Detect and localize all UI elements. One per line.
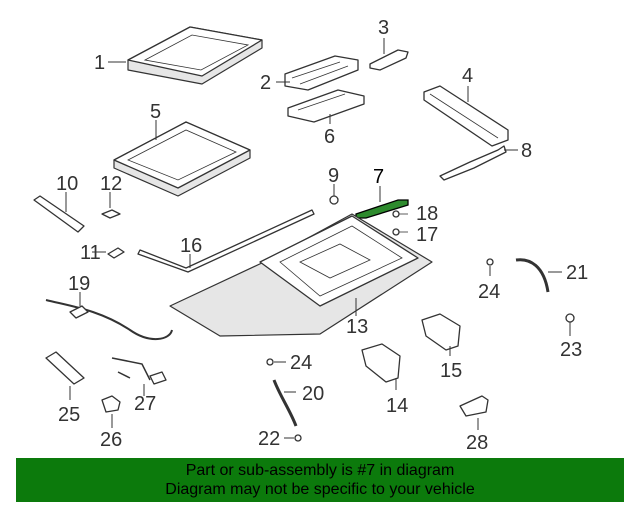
callout-21[interactable]: 21: [566, 262, 588, 284]
notice-line-1: Part or sub-assembly is #7 in diagram: [185, 462, 455, 479]
part-5-sunshade[interactable]: [113, 121, 251, 197]
notice-banner: Part or sub-assembly is #7 in diagram Di…: [16, 458, 624, 502]
callout-4[interactable]: 4: [462, 65, 473, 87]
callout-3[interactable]: 3: [378, 17, 389, 39]
part-28-bracket[interactable]: [459, 395, 489, 417]
part-11-clip[interactable]: [107, 247, 125, 259]
callout-11[interactable]: 11: [80, 242, 101, 264]
part-20-drain-tube[interactable]: [272, 379, 298, 427]
part-2-guide[interactable]: [284, 55, 359, 91]
callout-17[interactable]: 17: [416, 224, 438, 246]
part-8-drive-cable[interactable]: [439, 145, 507, 181]
callout-20[interactable]: 20: [302, 383, 324, 405]
part-6-rail[interactable]: [287, 89, 365, 123]
part-1-glass-panel[interactable]: [127, 26, 263, 85]
part-10-seal[interactable]: [33, 195, 85, 233]
callout-1[interactable]: 1: [94, 52, 105, 74]
callout-8[interactable]: 8: [521, 140, 532, 162]
callout-24-right[interactable]: 24: [478, 281, 500, 303]
part-22-grommet[interactable]: [294, 434, 302, 442]
part-9-clip[interactable]: [329, 195, 339, 205]
callout-19[interactable]: 19: [68, 273, 90, 295]
callout-15[interactable]: 15: [440, 360, 462, 382]
callout-26[interactable]: 26: [100, 429, 122, 451]
callout-7[interactable]: 7: [373, 166, 384, 188]
callout-13[interactable]: 13: [346, 316, 368, 338]
part-16-weatherstrip[interactable]: [137, 209, 315, 273]
callout-16[interactable]: 16: [180, 235, 202, 257]
callout-24-left[interactable]: 24: [290, 352, 312, 374]
part-25-motor[interactable]: [45, 351, 85, 385]
part-21-drain-hose[interactable]: [515, 258, 550, 293]
callout-9[interactable]: 9: [328, 165, 339, 187]
part-13-housing[interactable]: [169, 213, 433, 337]
callout-23[interactable]: 23: [560, 339, 582, 361]
callout-25[interactable]: 25: [58, 404, 80, 426]
callout-5[interactable]: 5: [150, 101, 161, 123]
part-23-grommet[interactable]: [565, 313, 575, 323]
part-24-clip-right[interactable]: [486, 258, 494, 266]
sunroof-exploded-diagram: 1 2 3 6 4 8: [33, 17, 588, 454]
part-12-bracket[interactable]: [101, 209, 121, 219]
callout-14[interactable]: 14: [386, 395, 408, 417]
callout-18[interactable]: 18: [416, 203, 438, 225]
callout-27[interactable]: 27: [134, 393, 156, 415]
part-15-bracket[interactable]: [421, 313, 461, 351]
part-4-track[interactable]: [423, 85, 509, 147]
callout-12[interactable]: 12: [100, 173, 122, 195]
part-14-bracket[interactable]: [361, 343, 401, 383]
callout-22[interactable]: 22: [258, 428, 280, 450]
callout-28[interactable]: 28: [466, 432, 488, 454]
part-18-screw[interactable]: [392, 210, 408, 218]
part-7-highlighted[interactable]: [355, 199, 409, 219]
part-19-cable[interactable]: [45, 299, 173, 340]
part-24-clip-left[interactable]: [266, 358, 274, 366]
callout-6[interactable]: 6: [324, 126, 335, 148]
notice-line-2: Diagram may not be specific to your vehi…: [165, 481, 475, 498]
callout-2[interactable]: 2: [260, 72, 271, 94]
part-27-harness[interactable]: [111, 357, 167, 385]
part-17-screw[interactable]: [392, 228, 408, 236]
part-3-bracket[interactable]: [369, 49, 409, 71]
part-26-relay[interactable]: [101, 395, 121, 413]
callout-10[interactable]: 10: [56, 173, 78, 195]
